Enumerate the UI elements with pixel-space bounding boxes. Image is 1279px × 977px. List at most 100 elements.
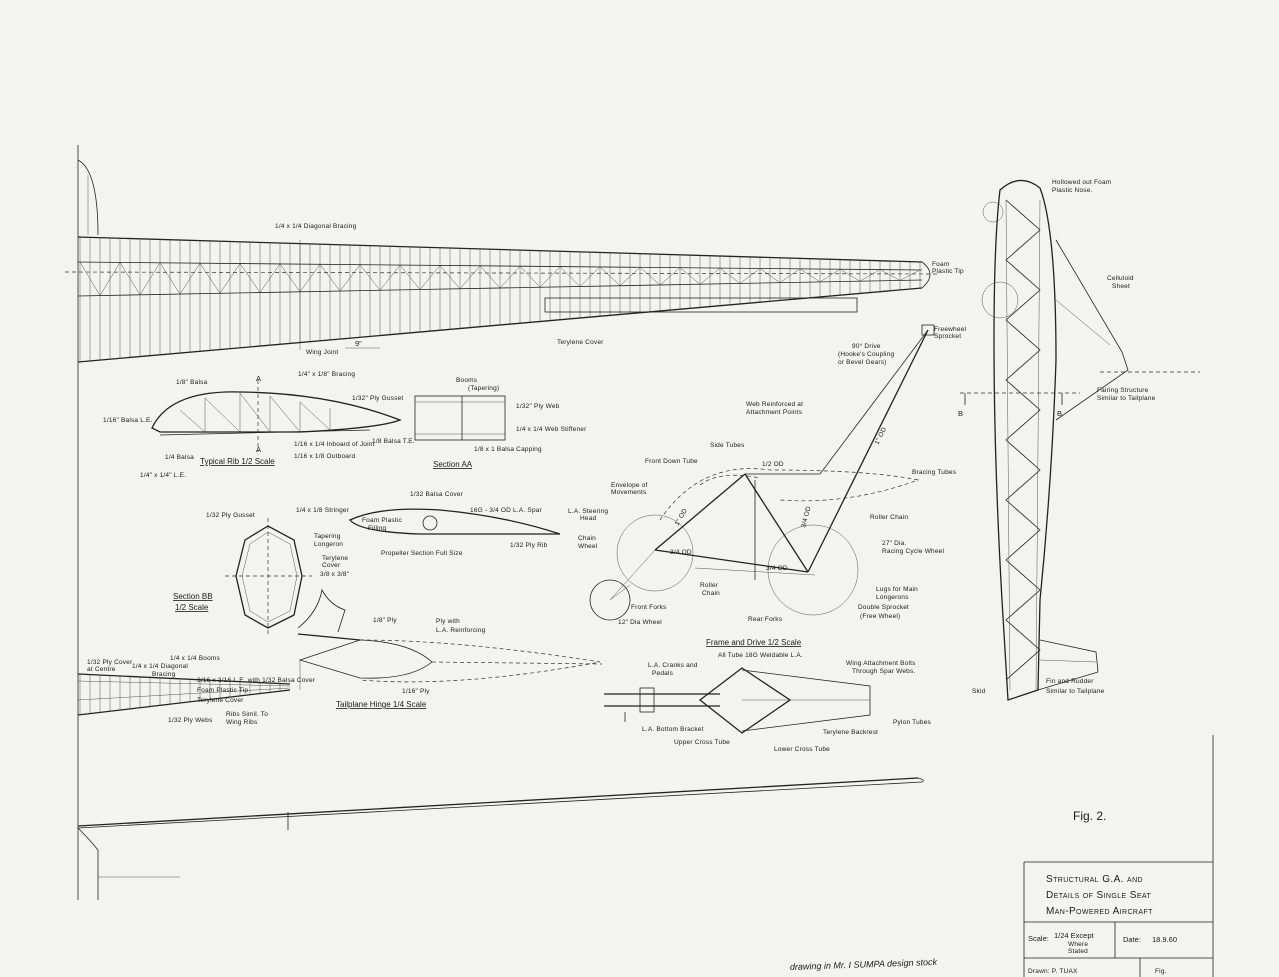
aa-ply-web: 1/32" Ply Web [516, 403, 560, 410]
lugs-2: Longerons [876, 594, 909, 601]
bb-stringer: 1/4 x 1/8 Stringer [296, 507, 350, 514]
steering-1: L.A. Steering [568, 508, 608, 515]
tip-ply-cover-1: 1/32 Ply Cover [87, 659, 133, 666]
scale-note-1: Where [1068, 941, 1088, 948]
date-label: Date: [1123, 935, 1141, 944]
scale-value: 1/24 Except [1054, 931, 1095, 940]
fuse-fairing-1: Fairing Structure [1097, 387, 1149, 394]
rib-ply-gusset: 1/32" Ply Gusset [352, 395, 403, 402]
bb-caption-1: Section BB [173, 592, 213, 601]
foam-tip-label-1: Foam [932, 261, 949, 268]
pylon-cranks-1: L.A. Cranks and [648, 662, 698, 669]
tip-diagonal-2: Bracing [152, 671, 176, 678]
fuse-fairing-2: Similar to Tailplane [1097, 395, 1156, 402]
pylon-backrest: Terylene Backrest [823, 729, 878, 736]
title-line-1: Structural G.A. and [1046, 874, 1143, 885]
figure-label: Fig. 2. [1073, 809, 1106, 823]
frame-subcaption: All Tube 18G Weldable L.A. [718, 652, 803, 659]
pylon-bolts-1: Wing Attachment Bolts [846, 660, 916, 667]
fuse-celluloid-1: Celluloid [1107, 275, 1134, 282]
prop-foam-1: Foam Plastic [362, 517, 403, 524]
tail-reinforcing-1: Ply with [436, 618, 460, 625]
frame-caption: Frame and Drive 1/2 Scale [706, 638, 802, 647]
od-2: 3/4 OD [670, 549, 692, 556]
rib-section-mark-top: A [256, 374, 261, 383]
envelope-2: Movements [611, 489, 647, 496]
aa-caption: Section AA [433, 460, 473, 469]
fuse-b-right: B [1057, 409, 1062, 418]
fuse-nose-2: Plastic Nose. [1052, 187, 1093, 194]
roller-chain-2: Chain [702, 590, 720, 597]
bb-terylene-1: Terylene [322, 555, 348, 562]
tip-ribs-1: Ribs Simil. To [226, 711, 268, 718]
title-line-2: Details of Single Seat [1046, 890, 1151, 901]
joint-dim-label: 9" [355, 339, 362, 348]
pylon-bolts-2: Through Spar Webs. [852, 668, 915, 675]
chain-wheel-1: Chain [578, 535, 596, 542]
bb-size: 3/8 x 3/8" [320, 571, 350, 578]
bb-longeron-1: Tapering [314, 533, 341, 540]
rear-forks: Rear Forks [748, 616, 783, 623]
rib-balsa-le: 1/16" Balsa L.E. [103, 417, 153, 424]
aa-booms-2: (Tapering) [468, 385, 499, 392]
terylene-cover-label: Terylene Cover [557, 339, 604, 346]
tail-ply-bottom: 1/16" Ply [402, 688, 430, 695]
racing-wheel-1: 27" Dia. [882, 540, 907, 547]
web-reinforced-1: Web Reinforced at [746, 401, 803, 408]
fuse-nose-1: Hollowed out Foam [1052, 179, 1111, 186]
fuselage-side [960, 179, 1200, 701]
fuse-celluloid-2: Sheet [1112, 283, 1130, 290]
pylon-upper-cross: Upper Cross Tube [674, 739, 730, 746]
envelope-1: Envelope of [611, 482, 648, 489]
fuse-fin-2: Similar to Tailplane [1046, 688, 1105, 695]
rib-balsa-bottom: 1/4 Balsa [165, 454, 194, 461]
wing-plan [64, 145, 941, 900]
propeller-section [348, 508, 561, 535]
drive-label-3: or Bevel Gears) [838, 359, 887, 366]
drive-label-1: 90° Drive [852, 342, 881, 350]
od-3: 3/4 OD [766, 565, 788, 572]
tip-diagonal-1: 1/4 x 1/4 Diagonal [132, 663, 188, 670]
freewheel-2: Sprocket [934, 333, 961, 340]
diagonal-bracing-label: 1/4 x 1/4 Diagonal Bracing [275, 223, 357, 230]
tip-ply-webs: 1/32 Ply Webs [168, 717, 213, 724]
section-aa [414, 395, 506, 441]
double-sprocket-1: Double Sprocket [858, 604, 909, 611]
aa-capping: 1/8 x 1 Balsa Capping [474, 446, 542, 453]
date-value: 18.9.60 [1152, 935, 1177, 944]
rib-caption: Typical Rib 1/2 Scale [200, 457, 275, 466]
rib-bracing: 1/4" x 1/8" Bracing [298, 371, 355, 378]
pylon-bottom-bracket: L.A. Bottom Bracket [642, 726, 704, 733]
drive-label-2: (Hooke's Coupling [838, 351, 894, 358]
foam-tip-label-2: Plastic Tip [932, 268, 964, 275]
tail-boom [77, 777, 924, 900]
pylon-cranks-2: Pedals [652, 670, 674, 677]
rib-inboard: 1/16 x 1/4 Inboard of Joint [294, 441, 375, 448]
freewheel-1: Freewheel [934, 326, 967, 333]
scale-note-2: Stated [1068, 948, 1088, 955]
bracing-tubes: Bracing Tubes [912, 469, 957, 476]
racing-wheel-2: Racing Cycle Wheel [882, 548, 944, 555]
frame-and-drive [589, 324, 935, 621]
tip-booms: 1/4 x 1/4 Booms [170, 655, 221, 662]
handwritten-note: drawing in Mr. I SUMPA design stock [790, 957, 938, 972]
title-block [1023, 735, 1214, 977]
front-wheel: 12" Dia Wheel [618, 619, 662, 626]
fuse-skid: Skid [972, 688, 986, 695]
prop-foam-2: Filling [368, 525, 387, 532]
prop-caption: Propeller Section Full Size [381, 550, 463, 557]
tip-ribs-2: Wing Ribs [226, 719, 258, 726]
pylon-lower-cross: Lower Cross Tube [774, 746, 830, 753]
tail-reinforcing-2: L.A. Reinforcing [436, 627, 486, 634]
prop-balsa-cover: 1/32 Balsa Cover [410, 491, 464, 498]
drawn-label: Drawn: P. TUAX [1028, 968, 1078, 975]
steering-2: Head [580, 515, 597, 522]
aa-web-stiffener: 1/4 x 1/4 Web Stiffener [516, 426, 587, 433]
rib-section-mark-bottom: A [256, 445, 261, 454]
pylon-tubes: Pylon Tubes [893, 719, 932, 726]
wing-joint-label: Wing Joint [306, 349, 338, 356]
tip-ply-cover-2: at Centre [87, 666, 116, 673]
rib-outboard: 1/16 x 1/8 Outboard [294, 453, 355, 460]
prop-spar: 16G - 3/4 OD L.A. Spar [470, 507, 543, 514]
